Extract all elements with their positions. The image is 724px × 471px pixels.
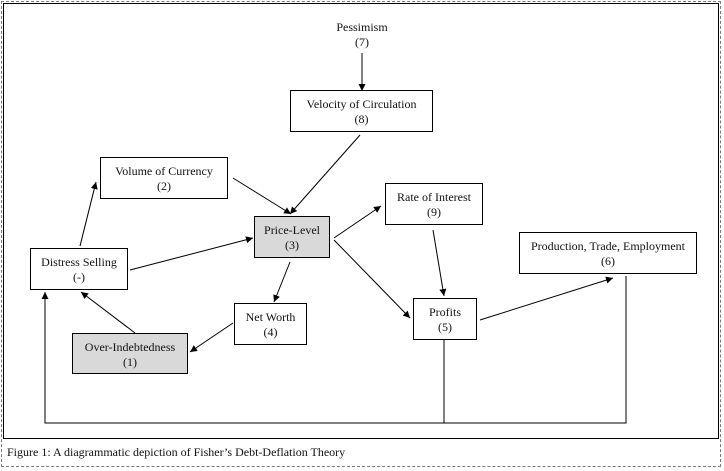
node-distress: Distress Selling (-) <box>30 248 128 290</box>
node-price-level: Price-Level (3) <box>254 216 330 258</box>
edge-velocity-price-level <box>289 134 361 215</box>
node-profits-title: Profits <box>428 305 461 319</box>
node-price-level-number: (3) <box>285 238 299 252</box>
node-profits: Profits (5) <box>413 298 477 340</box>
node-production-number: (6) <box>601 254 615 268</box>
node-interest: Rate of Interest (9) <box>385 183 483 225</box>
node-currency-title: Volume of Currency <box>115 164 213 178</box>
node-velocity: Velocity of Circulation (8) <box>290 90 433 132</box>
node-velocity-number: (8) <box>354 112 369 126</box>
node-velocity-title: Velocity of Circulation <box>306 97 417 111</box>
node-pessimism-number: (7) <box>355 35 369 49</box>
node-interest-number: (9) <box>427 205 441 219</box>
node-production: Production, Trade, Employment (6) <box>519 232 697 274</box>
node-production-title: Production, Trade, Employment <box>531 239 685 253</box>
edge-distress-currency <box>79 181 98 247</box>
node-distress-title: Distress Selling <box>41 255 117 269</box>
node-net-worth: Net Worth (4) <box>234 303 307 345</box>
edge-interest-profits <box>432 229 447 297</box>
node-currency: Volume of Currency (2) <box>100 157 228 199</box>
node-price-level-title: Price-Level <box>264 223 320 237</box>
node-interest-title: Rate of Interest <box>397 190 471 204</box>
node-profits-number: (5) <box>438 320 452 334</box>
edge-over-indebtedness-distress <box>80 291 136 334</box>
edge-profits-production <box>479 276 614 321</box>
node-currency-number: (2) <box>157 179 171 193</box>
node-net-worth-number: (4) <box>263 325 278 339</box>
node-over-indebtedness: Over-Indebtedness (1) <box>72 333 188 374</box>
edge-currency-price-level <box>232 177 292 215</box>
edge-net-worth-over-indebtedness <box>189 322 234 353</box>
node-pessimism-title: Pessimism <box>336 20 388 34</box>
node-over-indebtedness-number: (1) <box>123 355 137 369</box>
figure-caption: Figure 1: A diagrammatic depiction of Fi… <box>7 445 346 459</box>
edge-price-level-net-worth <box>273 261 291 303</box>
edge-production-distress-loop <box>41 276 627 424</box>
node-over-indebtedness-title: Over-Indebtedness <box>84 340 176 354</box>
node-pessimism: Pessimism (7) <box>312 20 412 50</box>
node-distress-number: (-) <box>73 270 85 284</box>
edge-price-level-profits <box>333 239 411 319</box>
node-net-worth-title: Net Worth <box>245 310 296 324</box>
edge-distress-price-level <box>129 236 254 271</box>
edge-price-level-interest <box>333 205 382 239</box>
